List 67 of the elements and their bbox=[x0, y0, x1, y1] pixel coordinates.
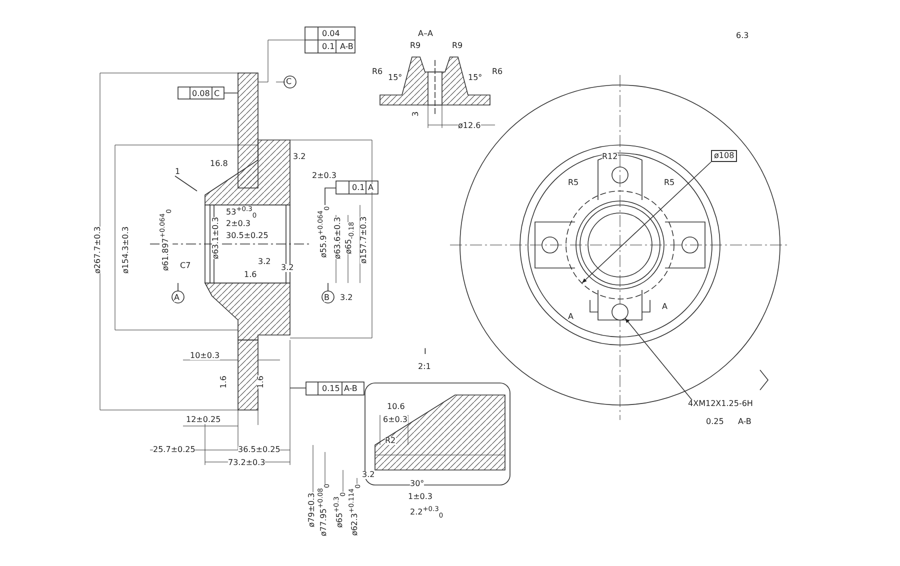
dimension-label: 6.3 bbox=[736, 32, 749, 40]
dimension-label: 3.2 bbox=[293, 153, 306, 161]
dimension-label: R9 bbox=[410, 42, 421, 50]
dimension-label: 3.2 bbox=[281, 264, 294, 272]
leader-line bbox=[582, 162, 712, 284]
callout-label: ø108 bbox=[711, 150, 738, 162]
dimension-label: R2 bbox=[385, 437, 396, 445]
dimension-label: 15° bbox=[388, 74, 402, 82]
dimension-label: I bbox=[424, 348, 426, 356]
dimension-label: 1.6 bbox=[257, 376, 265, 388]
dimension-label: 1.6 bbox=[220, 376, 228, 388]
dimension-label: 0.04 bbox=[322, 30, 340, 38]
dimension-label: 6±0.3 bbox=[383, 416, 408, 424]
callout-text: 4XM12X1.25-6H bbox=[688, 400, 753, 408]
dimension-label: A bbox=[174, 294, 180, 302]
leader-line bbox=[624, 318, 692, 400]
dimension-label: C7 bbox=[180, 262, 191, 270]
dimension-label: 2:1 bbox=[418, 363, 431, 371]
dimension-label: B bbox=[324, 294, 330, 302]
dimension-label: A–A bbox=[418, 30, 433, 38]
dimension-label: ø267.7±0.3 bbox=[94, 226, 102, 274]
dimension-label: 0.1 bbox=[322, 43, 335, 51]
dimension-label: ø79±0.3 bbox=[308, 492, 316, 528]
dimension-label: A bbox=[368, 184, 374, 192]
dimension-label: 30.5±0.25 bbox=[226, 232, 268, 240]
dimension-label: 10.6 bbox=[387, 403, 405, 411]
dimension-label: 12±0.25 bbox=[186, 416, 221, 424]
dimension-label: R6 bbox=[492, 68, 503, 76]
dimension-label: 1.6 bbox=[244, 271, 257, 279]
dimension-label: R5 bbox=[568, 179, 579, 187]
dimension-label: A bbox=[568, 313, 574, 321]
dimension-label: ø154.3±0.3 bbox=[122, 226, 130, 274]
dimension-label: C bbox=[286, 78, 292, 86]
dimension-label: 0.25 bbox=[706, 418, 724, 426]
dimension-label: ø157.7±0.3 bbox=[360, 216, 368, 264]
dimension-label: 0.1 bbox=[352, 184, 365, 192]
dimension-label: 16.8 bbox=[210, 160, 228, 168]
dimension-label: A-B bbox=[738, 418, 752, 426]
dimension-label: 0.15 bbox=[322, 385, 340, 393]
dimension-label: 30° bbox=[410, 480, 424, 488]
dimension-label: 2±0.3 bbox=[226, 220, 251, 228]
bolt-hole bbox=[611, 303, 629, 321]
dimension-label: A bbox=[662, 303, 668, 311]
dimension-label: R6 bbox=[372, 68, 383, 76]
dimension-label: 0.08 bbox=[192, 90, 210, 98]
dimension-label: 10±0.3 bbox=[190, 352, 220, 360]
dimension-label: 3.2 bbox=[258, 258, 271, 266]
dimension-label: A-B bbox=[344, 385, 358, 393]
dimension-label: 3.2 bbox=[362, 471, 375, 479]
dimension-label: C bbox=[214, 90, 220, 98]
callout-number: 1 bbox=[175, 168, 180, 176]
dimension-label: A-B bbox=[340, 43, 354, 51]
dimension-label: 25.7±0.25 bbox=[153, 446, 196, 454]
dimension-label: ø12.6 bbox=[458, 122, 481, 130]
dimension-label: ø63.6±0.3 bbox=[334, 216, 342, 260]
leader-line bbox=[174, 176, 198, 192]
dimension-label: 15° bbox=[468, 74, 482, 82]
dimension-label: 3 bbox=[412, 111, 420, 117]
dimension-label: ø63.1±0.3 bbox=[212, 216, 220, 260]
dimension-label: 3.2 bbox=[340, 294, 353, 302]
dimension-label: 36.5±0.25 bbox=[238, 446, 280, 454]
dimension-label: R5 bbox=[664, 179, 675, 187]
dimension-label: R9 bbox=[452, 42, 463, 50]
dimension-label: R12 bbox=[602, 153, 618, 161]
dimension-label: 1±0.3 bbox=[408, 493, 433, 501]
dimension-label: 2±0.3 bbox=[312, 172, 337, 180]
dimension-label: 73.2±0.3 bbox=[228, 459, 266, 467]
